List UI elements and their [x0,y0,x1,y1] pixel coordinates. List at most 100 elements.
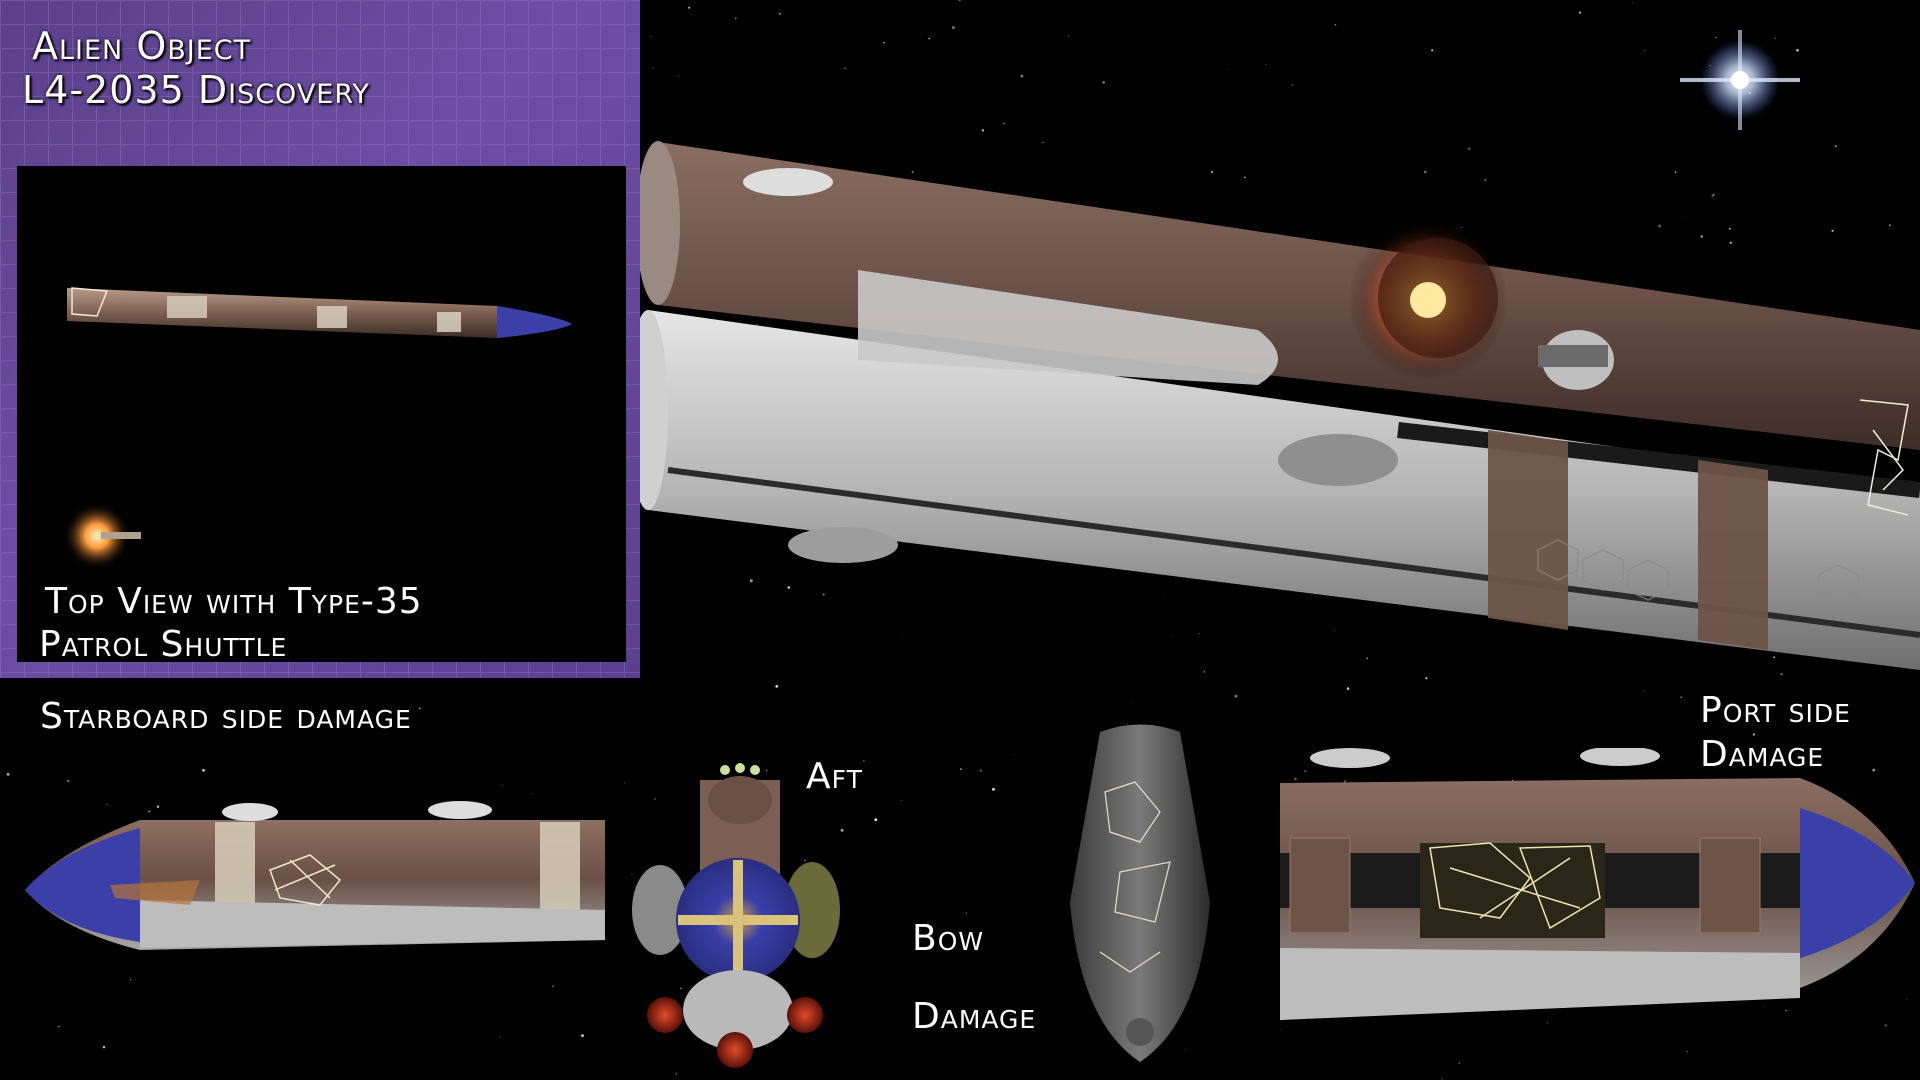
star [749,579,753,583]
star [581,1034,584,1037]
star [1431,49,1434,52]
star [1681,217,1683,219]
star [1643,690,1645,692]
star [778,12,781,15]
star [6,772,10,776]
star [992,787,995,791]
star [102,1045,106,1049]
star [1728,227,1731,230]
star [1712,194,1715,196]
star [951,26,955,30]
star [1291,83,1294,87]
star [1171,635,1172,636]
star [67,779,70,783]
port-label-line-2: Damage [1700,734,1825,775]
star [911,170,914,173]
star [840,828,844,832]
star [844,67,846,69]
star [920,34,922,36]
star [1674,171,1677,173]
main-ship-render [638,141,1920,670]
star [552,985,555,988]
star [106,803,108,805]
top-view-inset: Top View with Type-35 Patrol Shuttle [17,166,626,662]
star [1184,1048,1186,1050]
star [1643,49,1646,52]
star [1796,48,1799,52]
inset-caption-line-1: Top View with Type-35 [45,581,423,622]
star [1280,1028,1282,1030]
star [1424,170,1427,174]
title-line-1: Alien Object [32,24,252,68]
star [1892,319,1893,321]
star [1164,594,1165,596]
star [1467,147,1471,151]
star [958,0,961,2]
bow-label-line-2: Damage [912,996,1037,1037]
star [680,987,682,990]
star [650,36,652,38]
star [1203,671,1206,673]
star [1729,241,1732,245]
star [1715,36,1717,39]
star [765,769,768,772]
starboard-label: Starboard side damage [40,696,412,737]
star [499,1036,501,1038]
bow-label-line-1: Bow [912,918,985,959]
star [775,685,779,688]
star [928,37,931,40]
star [1484,178,1487,182]
star [1228,69,1229,70]
bow-ship-render [1070,724,1210,1062]
star [1067,35,1070,37]
star [1546,1021,1549,1024]
star [1578,11,1582,14]
port-ship-render [1280,748,1915,1020]
star [862,759,865,762]
star [1906,998,1908,1000]
star [1872,768,1876,772]
star [202,768,205,772]
port-label-line-1: Port side [1700,690,1851,731]
star [1343,780,1347,783]
star [1785,1009,1787,1012]
star [901,634,903,636]
star [678,76,680,78]
star [1773,656,1776,659]
star [1884,1023,1888,1027]
star [1700,235,1704,238]
star [1014,754,1015,756]
star [960,768,962,770]
star [1265,64,1267,66]
star [652,67,654,69]
inset-caption-line-2: Patrol Shuttle [39,624,288,662]
star [1763,1005,1765,1007]
star [624,782,626,784]
star [1244,176,1246,178]
star [58,1025,60,1028]
star [1686,1050,1688,1053]
star [1346,687,1350,690]
star [1210,171,1213,173]
star [900,799,902,802]
star [1334,23,1337,26]
aft-label: Aft [806,756,863,797]
star [1366,657,1368,659]
star [1102,81,1105,84]
star [148,810,150,813]
star [1780,672,1783,676]
star [1333,629,1336,631]
star [631,873,633,876]
star [1294,777,1297,781]
star [1834,145,1837,148]
star [874,818,878,822]
star [1752,733,1756,736]
star [1658,224,1661,228]
star [1888,224,1891,227]
star [1774,37,1777,40]
star [419,707,421,710]
star [1198,633,1200,635]
star [531,793,533,795]
starboard-ship-render [25,801,605,950]
star [1632,2,1634,4]
